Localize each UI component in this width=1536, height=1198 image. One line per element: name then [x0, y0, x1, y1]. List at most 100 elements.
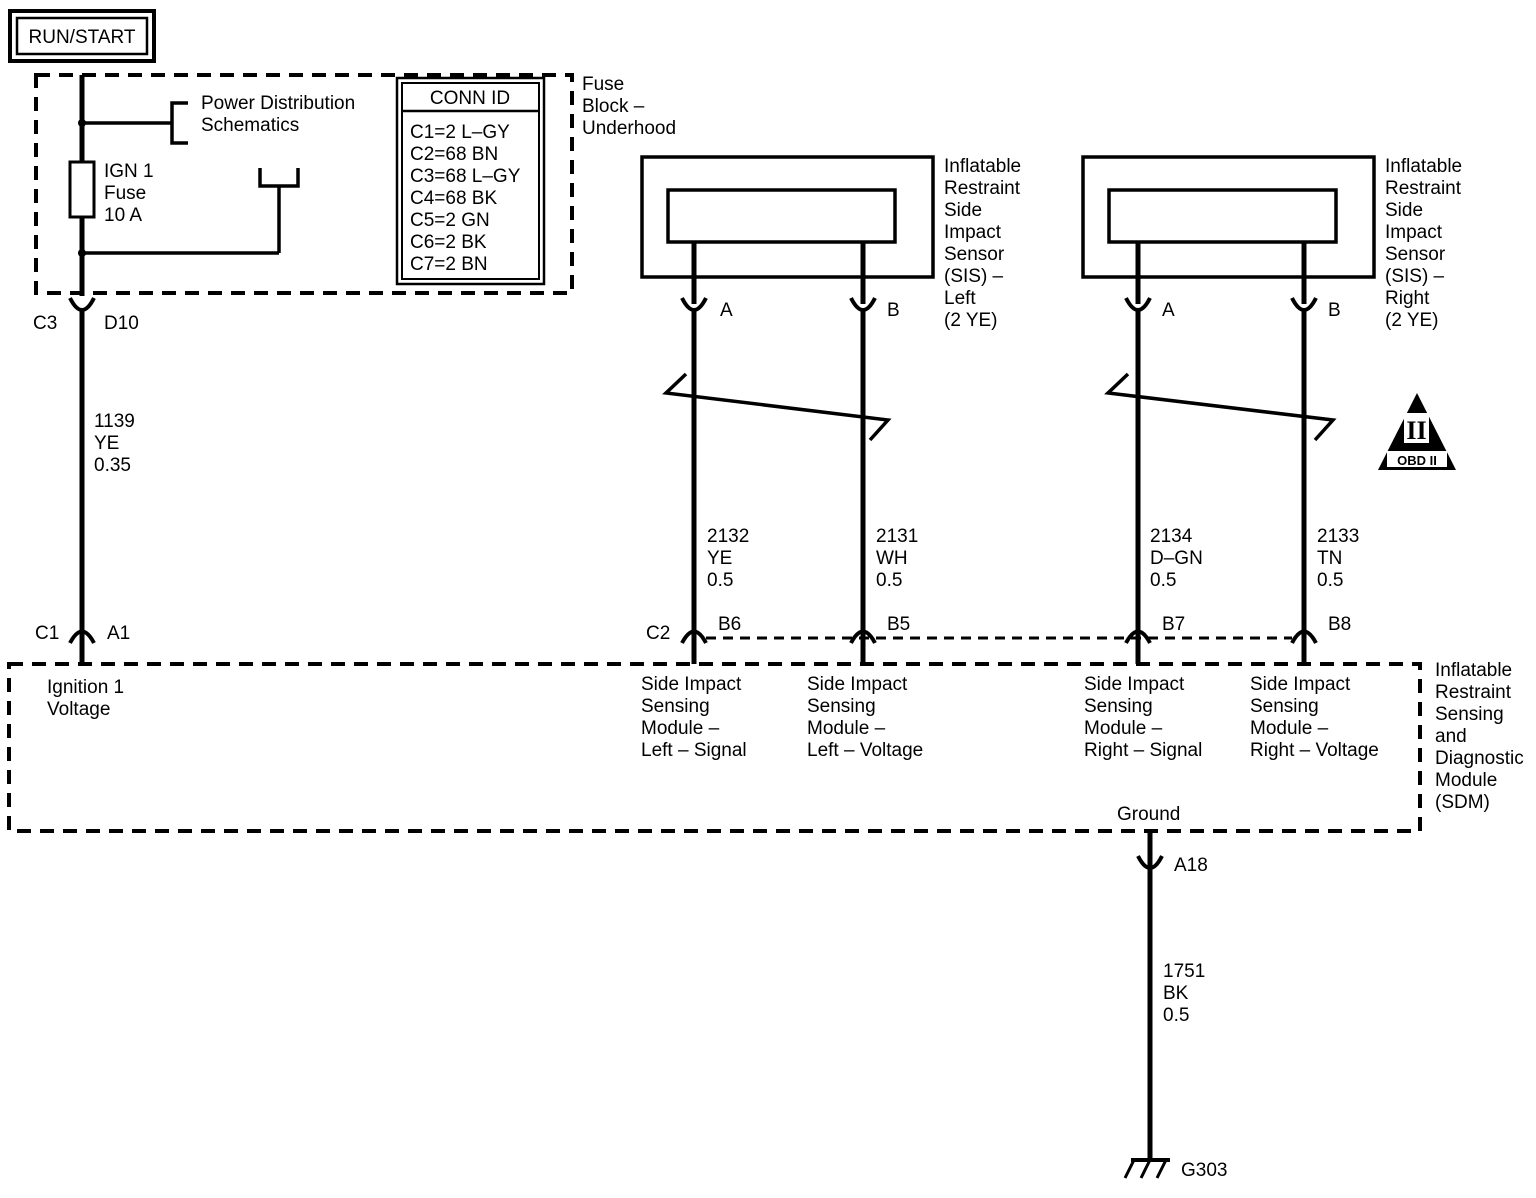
sdm-fn-right-signal: Sensing	[1084, 696, 1153, 717]
sis-right-label: Right	[1385, 288, 1430, 309]
sdm-fn-right-signal: Side Impact	[1084, 674, 1185, 695]
c2-label: C2	[646, 623, 670, 644]
pin-b5-label: B5	[887, 614, 910, 635]
sdm-fn-right-voltage: Side Impact	[1250, 674, 1351, 695]
sis-right-sensor	[1081, 155, 1376, 279]
sis-right-label: Inflatable	[1385, 156, 1462, 177]
sdm-fn-left-signal: Module –	[641, 718, 720, 739]
sis-left-pin-a: A	[720, 300, 733, 321]
wire-2134-gauge: 0.5	[1150, 570, 1176, 591]
sdm-label: and	[1435, 726, 1467, 747]
wire-1139-gauge: 0.35	[94, 455, 131, 476]
obd-text: OBD II	[1397, 453, 1437, 468]
ign-voltage-label-1: Ignition 1	[47, 677, 124, 698]
wire-2133-gauge: 0.5	[1317, 570, 1343, 591]
ground-symbol-icon	[1123, 1158, 1170, 1179]
wire-2132-color: YE	[707, 548, 732, 569]
wire-1139-color: YE	[94, 433, 119, 454]
wire-2133-circuit: 2133	[1317, 526, 1359, 547]
sdm-fn-right-voltage: Module –	[1250, 718, 1329, 739]
pin-b8-label: B8	[1328, 614, 1351, 635]
wire-2133-color: TN	[1317, 548, 1342, 569]
sis-left-label: Left	[944, 288, 976, 309]
c1-a1-terminal	[68, 629, 96, 644]
run-start-box: RUN/START	[8, 9, 156, 63]
sis-left-label: (SIS) –	[944, 266, 1004, 287]
sdm-ground-label: Ground	[1117, 804, 1180, 825]
a18-label: A18	[1174, 855, 1208, 876]
g303-label: G303	[1181, 1160, 1227, 1181]
conn-id-row: C3=68 L–GY	[410, 166, 521, 187]
c3-d10-terminal	[68, 297, 96, 312]
bus-bracket	[258, 168, 300, 188]
sis-right-pin-b: B	[1328, 300, 1341, 321]
power-dist-label-1: Power Distribution	[201, 93, 355, 114]
sis-left-label: Impact	[944, 222, 1002, 243]
wire-1139-circuit: 1139	[94, 411, 135, 432]
wire-2131-gauge: 0.5	[876, 570, 902, 591]
sis-right-label: (2 YE)	[1385, 310, 1439, 331]
sdm-label: Restraint	[1435, 682, 1512, 703]
conn-id-row: C1=2 L–GY	[410, 122, 510, 143]
wire-2134-circuit: 2134	[1150, 526, 1193, 547]
conn-id-row: C2=68 BN	[410, 144, 498, 165]
sdm-label: Module	[1435, 770, 1497, 791]
wire-1751-color: BK	[1163, 983, 1189, 1004]
sdm-outline	[7, 662, 1422, 833]
obd-roman: II	[1406, 416, 1426, 445]
conn-id-row: C5=2 GN	[410, 210, 490, 231]
wire-1751-gauge: 0.5	[1163, 1005, 1189, 1026]
wire-2134-color: D–GN	[1150, 548, 1203, 569]
wire-2132-gauge: 0.5	[707, 570, 733, 591]
sdm-label: Sensing	[1435, 704, 1504, 725]
sdm-fn-left-voltage: Side Impact	[807, 674, 908, 695]
run-start-label: RUN/START	[29, 27, 136, 48]
wire-1751-circuit: 1751	[1163, 961, 1205, 982]
fuse-label-3: 10 A	[104, 205, 142, 226]
pin-b6-label: B6	[718, 614, 741, 635]
sdm-label: Diagnostic	[1435, 748, 1524, 769]
fuse-block-label-1: Fuse	[582, 74, 624, 95]
conn-id-heading: CONN ID	[430, 88, 510, 109]
power-dist-label-2: Schematics	[201, 115, 299, 136]
fuse-block-outline	[34, 73, 574, 295]
twisted-pair-left	[662, 372, 892, 442]
pin-b7-label: B7	[1162, 614, 1185, 635]
conn-id-row: C4=68 BK	[410, 188, 497, 209]
sdm-fn-left-voltage: Sensing	[807, 696, 876, 717]
fuse-label-1: IGN 1	[104, 161, 154, 182]
sdm-fn-left-voltage: Left – Voltage	[807, 740, 923, 761]
sis-left-label: Sensor	[944, 244, 1005, 265]
d10-label: D10	[104, 313, 139, 334]
wire-2131-circuit: 2131	[876, 526, 918, 547]
sdm-fn-left-signal: Side Impact	[641, 674, 742, 695]
sis-right-pin-a: A	[1162, 300, 1175, 321]
c3-label: C3	[33, 313, 57, 334]
sis-left-label: Restraint	[944, 178, 1021, 199]
fuse-label-2: Fuse	[104, 183, 146, 204]
c1-label: C1	[35, 623, 59, 644]
sis-left-label: Inflatable	[944, 156, 1021, 177]
a1-label: A1	[107, 623, 130, 644]
sis-left-pin-b: B	[887, 300, 900, 321]
twisted-pair-right	[1104, 372, 1337, 442]
sis-left-label: (2 YE)	[944, 310, 998, 331]
sis-right-label: Sensor	[1385, 244, 1446, 265]
sdm-fn-left-signal: Left – Signal	[641, 740, 747, 761]
conn-id-row: C7=2 BN	[410, 254, 488, 275]
sdm-label: (SDM)	[1435, 792, 1490, 813]
ign1-fuse-symbol	[68, 160, 96, 219]
sis-right-label: Impact	[1385, 222, 1443, 243]
conn-id-table: CONN ID C1=2 L–GY C2=68 BN C3=68 L–GY C4…	[395, 76, 546, 286]
sdm-connector-terminals	[680, 629, 1318, 664]
signal-wires	[691, 310, 1307, 632]
sis-left-label: Side	[944, 200, 982, 221]
sis-right-label: (SIS) –	[1385, 266, 1445, 287]
obd-ii-badge: II OBD II	[1378, 393, 1456, 470]
sdm-fn-right-signal: Right – Signal	[1084, 740, 1202, 761]
power-dist-bracket	[170, 101, 188, 145]
ign-voltage-label-2: Voltage	[47, 699, 110, 720]
fuse-block-label-2: Block –	[582, 96, 645, 117]
